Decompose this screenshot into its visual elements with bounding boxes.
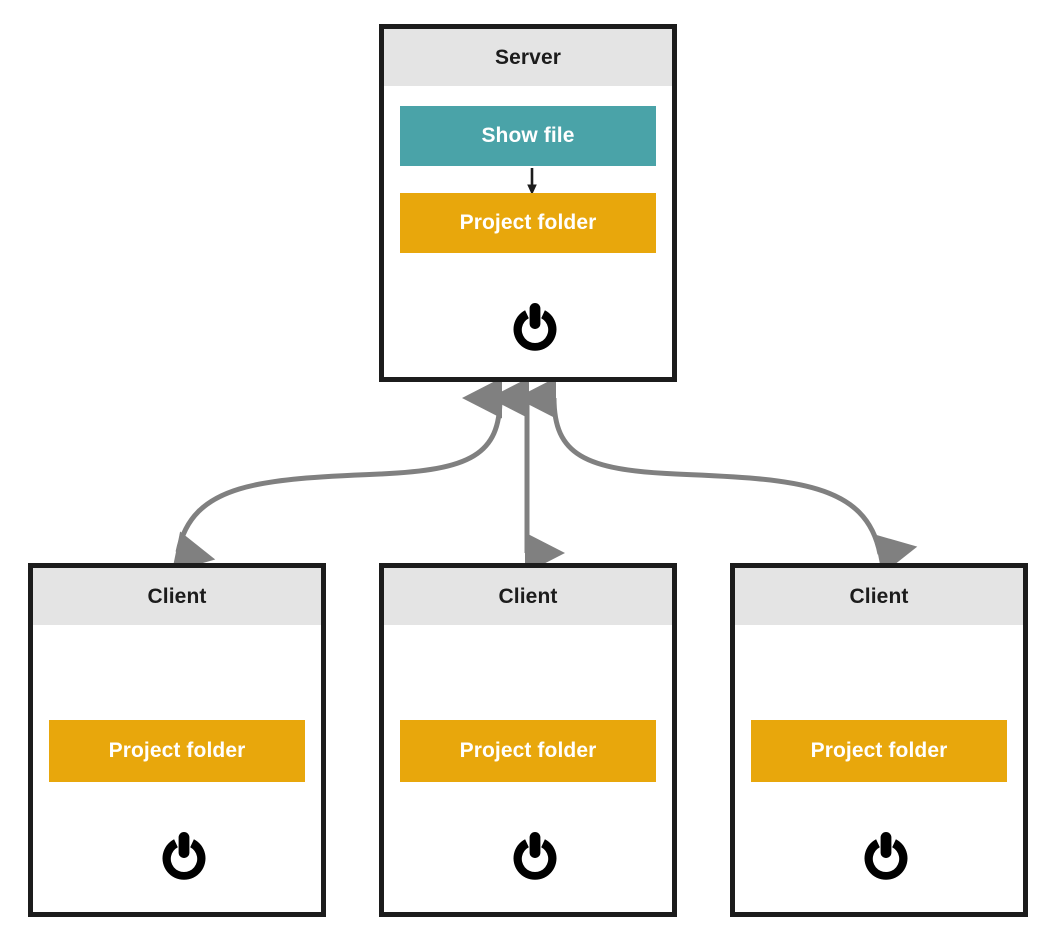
client-project-folder-label-1: Project folder <box>108 739 246 762</box>
server-show-file-bar[interactable]: Show file <box>400 106 656 166</box>
server-project-folder-bar[interactable]: Project folder <box>400 193 656 253</box>
power-icon[interactable] <box>860 829 912 885</box>
client-box-1[interactable]: Client Project folder <box>28 563 326 917</box>
power-icon[interactable] <box>509 300 561 356</box>
client-title-1: Client <box>147 584 207 608</box>
client-header-3: Client <box>735 568 1023 625</box>
power-icon[interactable] <box>158 829 210 885</box>
server-show-file-label: Show file <box>481 124 575 147</box>
client-project-folder-bar-2[interactable]: Project folder <box>400 720 656 782</box>
connector-server-client-1 <box>171 377 503 572</box>
client-header-2: Client <box>384 568 672 625</box>
client-project-folder-label-3: Project folder <box>810 739 948 762</box>
server-header: Server <box>384 29 672 86</box>
power-icon[interactable] <box>509 829 561 885</box>
client-project-folder-bar-3[interactable]: Project folder <box>751 720 1007 782</box>
server-project-folder-label: Project folder <box>459 211 597 234</box>
connector-server-client-3 <box>516 377 918 575</box>
client-title-3: Client <box>849 584 909 608</box>
client-title-2: Client <box>498 584 558 608</box>
client-box-3[interactable]: Client Project folder <box>730 563 1028 917</box>
server-inner-arrow-down <box>527 168 537 195</box>
client-header-1: Client <box>33 568 321 625</box>
client-project-folder-bar-1[interactable]: Project folder <box>49 720 305 782</box>
client-box-2[interactable]: Client Project folder <box>379 563 677 917</box>
server-box[interactable]: Server Show file Project folder <box>379 24 677 382</box>
client-project-folder-label-2: Project folder <box>459 739 597 762</box>
server-title: Server <box>495 45 561 69</box>
